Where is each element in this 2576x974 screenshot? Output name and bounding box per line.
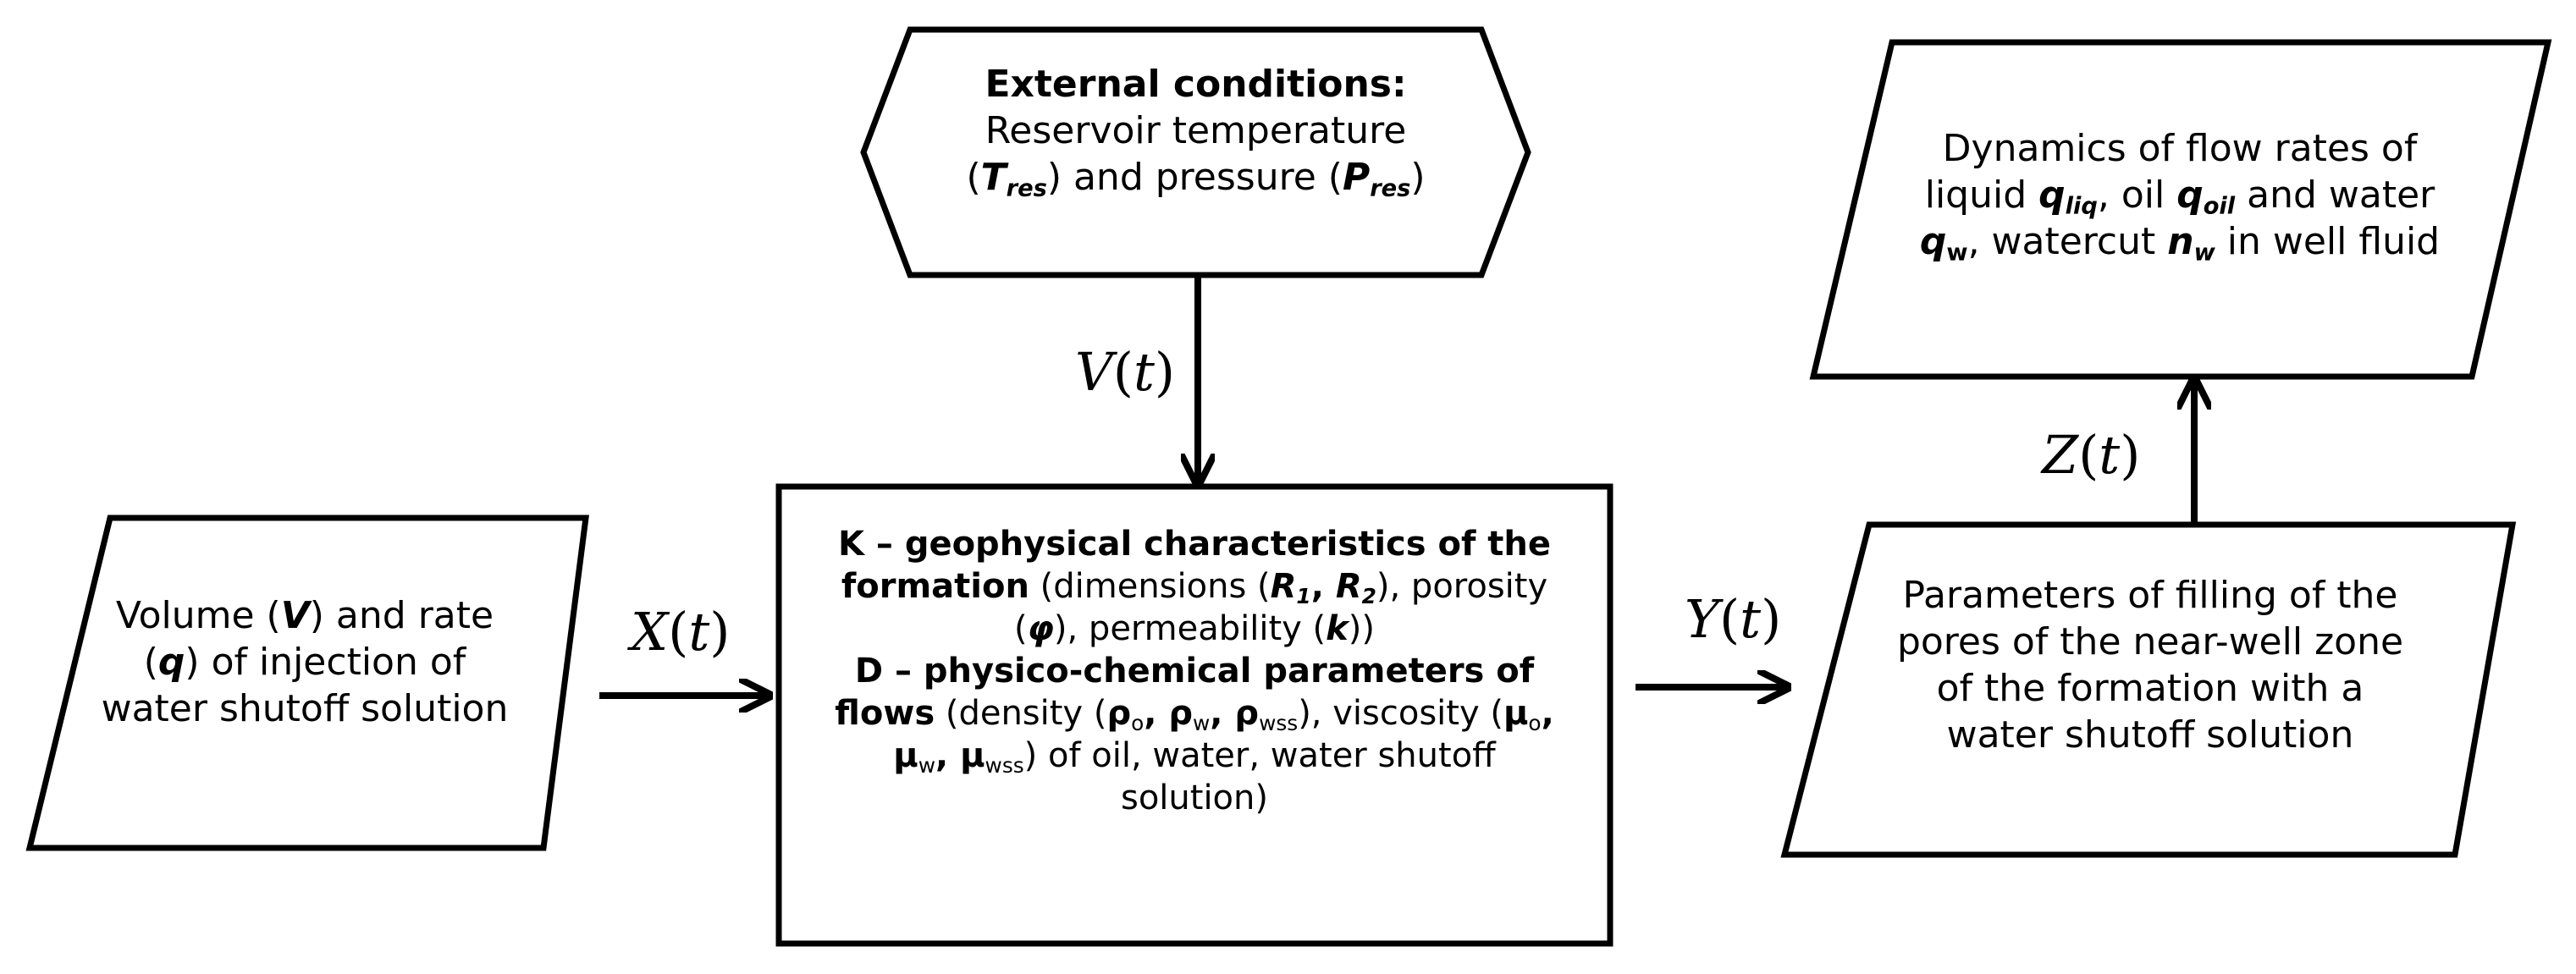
filling-line-4: water shutoff solution bbox=[1946, 713, 2354, 757]
viscosity-line: μw, μwss) of oil, water, water shutoff bbox=[893, 736, 1496, 778]
dynamics-line: Dynamics of flow rates of bbox=[1942, 127, 2418, 170]
filling-line-3: of the formation with a bbox=[1936, 667, 2364, 710]
solution-line: water shutoff solution bbox=[101, 687, 509, 730]
filling-line-2: pores of the near-well zone bbox=[1896, 620, 2404, 663]
volume-rate-line: Volume (V) and rate bbox=[115, 594, 494, 637]
watercut-line: qw, watercut nw in well fluid bbox=[1919, 220, 2441, 267]
label-x-t: X(t) bbox=[631, 601, 731, 663]
solution-end-line: solution) bbox=[1120, 779, 1268, 817]
model-text: K – geophysical characteristics of the f… bbox=[787, 523, 1602, 819]
injection-input-text: Volume (V) and rate (q) of injection of … bbox=[68, 592, 542, 732]
filling-parameters-parallelogram bbox=[1780, 521, 2517, 858]
label-y-t: Y(t) bbox=[1685, 588, 1782, 650]
filling-parameters-text: Parameters of filling of the pores of th… bbox=[1812, 572, 2489, 758]
liquid-oil-line: liquid qliq, oil qoil and water bbox=[1924, 173, 2435, 220]
injection-line: (q) of injection of bbox=[143, 641, 466, 684]
input-parallelogram bbox=[25, 515, 589, 851]
output-flow-parallelogram bbox=[1809, 39, 2552, 380]
external-conditions-text: External conditions: Reservoir temperatu… bbox=[897, 61, 1494, 201]
label-v-t: V(t) bbox=[1075, 341, 1176, 403]
geophysical-heading: K – geophysical characteristics of the bbox=[837, 525, 1552, 564]
external-conditions-title: External conditions: bbox=[985, 63, 1407, 106]
flow-dynamics-text: Dynamics of flow rates of liquid qliq, o… bbox=[1829, 125, 2531, 265]
filling-line-1: Parameters of filling of the bbox=[1902, 574, 2398, 617]
physico-chemical-heading: D – physico-chemical parameters of bbox=[854, 652, 1535, 691]
external-conditions-hexagon bbox=[860, 26, 1531, 278]
reservoir-temperature-line: Reservoir temperature bbox=[985, 109, 1407, 152]
density-line: flows (density (ρo, ρw, ρwss), viscosity… bbox=[835, 694, 1554, 735]
label-z-t: Z(t) bbox=[2042, 424, 2141, 486]
porosity-line: (φ), permeability (k)) bbox=[1013, 609, 1375, 648]
temperature-pressure-line: (Tres) and pressure (Pres) bbox=[966, 156, 1426, 202]
dimensions-line: formation (dimensions (R1, R2), porosity bbox=[841, 567, 1548, 608]
